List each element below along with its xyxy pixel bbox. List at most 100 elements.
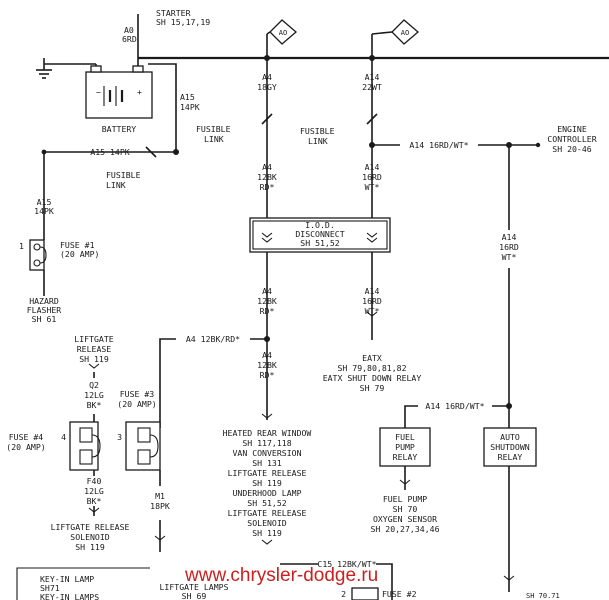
- auto-relay-line1: AUTO: [500, 432, 520, 442]
- fuel-relay-line3: RELAY: [393, 452, 418, 462]
- a14-mid-color: 16RD: [362, 172, 382, 182]
- a14-low-color: 16RD: [362, 296, 382, 306]
- a14-right-code: A14: [502, 232, 517, 242]
- a14-mid-tracer: WT*: [365, 182, 380, 192]
- auto-shutdown-relay-box: [483, 427, 537, 467]
- loads-l11: SH 119: [252, 528, 282, 538]
- splice-a14-relay: [506, 403, 512, 409]
- a14-low-tracer: WT*: [365, 306, 380, 316]
- fuse-2-label: FUSE #2: [382, 589, 417, 599]
- fuse-1-pin: 1: [19, 241, 24, 251]
- fuse-3-label: FUSE #3: [120, 389, 155, 399]
- liftgate-top-l2: RELEASE: [77, 344, 112, 354]
- iod-line1: I.O.D.: [305, 220, 335, 230]
- fuse-4-label: FUSE #4: [9, 432, 44, 442]
- liftgate-top-l1: LIFTGATE: [74, 334, 114, 344]
- iod-connector-a14: [366, 232, 378, 243]
- a4-mid-color: 12BK: [257, 172, 277, 182]
- loads-l2: SH 117,118: [242, 438, 291, 448]
- iod-inner-box: [252, 220, 388, 250]
- a4-branch-label: A4 12BK/RD*: [186, 334, 240, 344]
- a4-low-tracer: RD*: [260, 306, 275, 316]
- splice-a4-branch: [264, 336, 270, 342]
- a14-right-tracer: WT*: [502, 252, 517, 262]
- fuse-3-rating: (20 AMP): [117, 399, 156, 409]
- liftgate-lamps-l2: SH 69: [182, 591, 207, 600]
- fuse-1-label: FUSE #1: [60, 240, 95, 250]
- a4-mid-code: A4: [262, 162, 272, 172]
- loads-l4: SH 131: [252, 458, 282, 468]
- iod-line2: DISCONNECT: [295, 229, 344, 239]
- a14-low-code: A14: [365, 286, 380, 296]
- connector-ticks: [88, 311, 515, 581]
- ao-tags: AO AO: [266, 19, 419, 45]
- bottom-frame-line: [16, 567, 150, 600]
- loads-l8: SH 51,52: [247, 498, 287, 508]
- q2-code: Q2: [89, 380, 99, 390]
- fuel-pump-l2: SH 70: [393, 504, 418, 514]
- watermark: www.chrysler-dodge.ru: [184, 565, 378, 586]
- keyin-l2: SH71: [40, 583, 60, 593]
- splice-a14-right: [506, 142, 512, 148]
- labels: STARTER SH 15,17,19 A0 6RD A15 14PK A15 …: [6, 8, 596, 600]
- splice-a15-corner: [41, 149, 47, 155]
- edge-right-text: SH 70.71: [526, 592, 560, 600]
- a15-vertical-code: A15: [180, 92, 195, 102]
- splice-a4-top: [264, 55, 270, 61]
- a4-bottom-code: A4: [262, 350, 272, 360]
- loads-l9: LIFTGATE RELEASE: [228, 508, 307, 518]
- liftgate-solenoid-l1: LIFTGATE RELEASE: [51, 522, 130, 532]
- fusible-a14-l2: LINK: [308, 136, 328, 146]
- loads-l10: SOLENOID: [247, 518, 287, 528]
- hazard-l1: HAZARD: [29, 296, 59, 306]
- a4-top-color: 18GY: [257, 82, 277, 92]
- fusible-links: [145, 113, 378, 158]
- fuse-4: 4: [61, 421, 101, 471]
- keyin-l3: KEY-IN LAMPS: [40, 592, 99, 600]
- a4-branch-wire: [159, 338, 176, 428]
- a4-top-code: A4: [262, 72, 272, 82]
- fuse-4-rating: (20 AMP): [6, 442, 45, 452]
- battery: − + BATTERY: [85, 65, 153, 134]
- eatx-l4: SH 79: [360, 383, 385, 393]
- m1-code: M1: [155, 491, 165, 501]
- loads-l5: LIFTGATE RELEASE: [228, 468, 307, 478]
- liftgate-top-l3: SH 119: [79, 354, 109, 364]
- auto-shutdown-relay: AUTO SHUTDOWN RELAY: [483, 427, 537, 467]
- fuse-1-rating: (20 AMP): [60, 249, 99, 259]
- fuse-3: 3: [117, 421, 161, 471]
- a15-wire-vertical: [148, 63, 177, 152]
- battery-negative-post: [90, 65, 102, 73]
- a15-fuse-code: A15: [37, 197, 52, 207]
- fusible-left-l1: FUSIBLE: [106, 170, 141, 180]
- ao-tag-right-text: AO: [401, 29, 409, 37]
- eatx-l1: EATX: [362, 353, 382, 363]
- battery-minus: −: [96, 87, 101, 97]
- hazard-l2: FLASHER: [27, 305, 62, 315]
- auto-relay-line2: SHUTDOWN: [490, 442, 530, 452]
- a14-mid-code: A14: [365, 162, 380, 172]
- engine-controller-l2: CONTROLLER: [547, 134, 596, 144]
- battery-positive-post: [132, 65, 144, 73]
- a4-bottom-color: 12BK: [257, 360, 277, 370]
- a4-mid-tracer: RD*: [260, 182, 275, 192]
- eatx-l2: SH 79,80,81,82: [337, 363, 406, 373]
- fuse-4-body: [69, 421, 99, 471]
- fusible-link-left: [145, 146, 157, 158]
- fuel-relay-line2: PUMP: [395, 442, 415, 452]
- liftgate-solenoid-l2: SOLENOID: [70, 532, 110, 542]
- battery-label: BATTERY: [102, 124, 137, 134]
- starter-sheet: SH 15,17,19: [156, 17, 210, 27]
- ground-symbol: [36, 69, 52, 79]
- starter-wire-color: 6RD: [122, 34, 137, 44]
- f40-code: F40: [87, 476, 102, 486]
- fuse-4-pin: 4: [61, 432, 66, 442]
- iod-disconnect: I.O.D. DISCONNECT SH 51,52: [249, 217, 391, 253]
- iod-connector-a4: [261, 232, 273, 243]
- keyin-l1: KEY-IN LAMP: [40, 574, 94, 584]
- splice-a14-ecm: [369, 142, 375, 148]
- ao-tag-right: [391, 19, 419, 45]
- a14-right-color: 16RD: [499, 242, 519, 252]
- starter-wire-code: A0: [124, 25, 134, 35]
